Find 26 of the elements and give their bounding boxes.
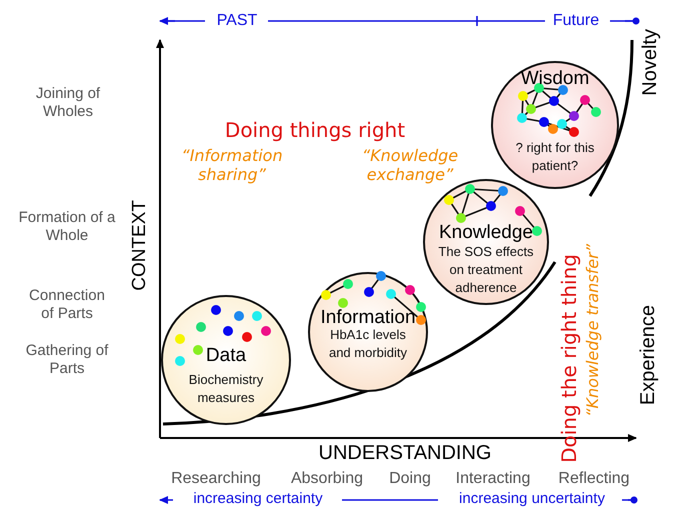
quote-text: “Knowledge transfer” [583,244,603,416]
axis-end-label: Experience [636,304,660,406]
circle-text: HbA1c levels and morbidity [328,326,408,362]
circle-text: Biochemistry measures [188,371,264,407]
circle-text: ? right for this patient? [514,139,596,175]
heading-text: Doing things right [224,118,406,142]
context-level-label: Formation of a Whole [18,209,116,245]
context-level-label: Gathering of Parts [24,342,110,378]
axis-end-label: Novelty [638,28,662,96]
circle-title: Information [320,307,416,329]
activity-label: Absorbing [290,469,364,489]
quote-text: “Information sharing” [180,146,284,184]
axis-title: CONTEXT [128,200,151,290]
heading-text: Doing the right thing [557,254,581,462]
circle-title: Knowledge [438,222,534,244]
circle-title: Wisdom [520,68,590,90]
axis-title: UNDERSTANDING [318,441,492,465]
activity-label: Reflecting [558,469,630,489]
circle-text: The SOS effects on treatment adherence [437,243,535,297]
activity-label: Doing [389,469,431,489]
quote-text: “Knowledge exchange” [360,146,460,184]
context-level-label: Connection of Parts [28,287,106,323]
activity-label: Interacting [456,469,530,489]
context-level-label: Joining of Wholes [35,85,101,121]
circle-title: Data [206,345,246,367]
activity-label: Researching [171,469,261,489]
